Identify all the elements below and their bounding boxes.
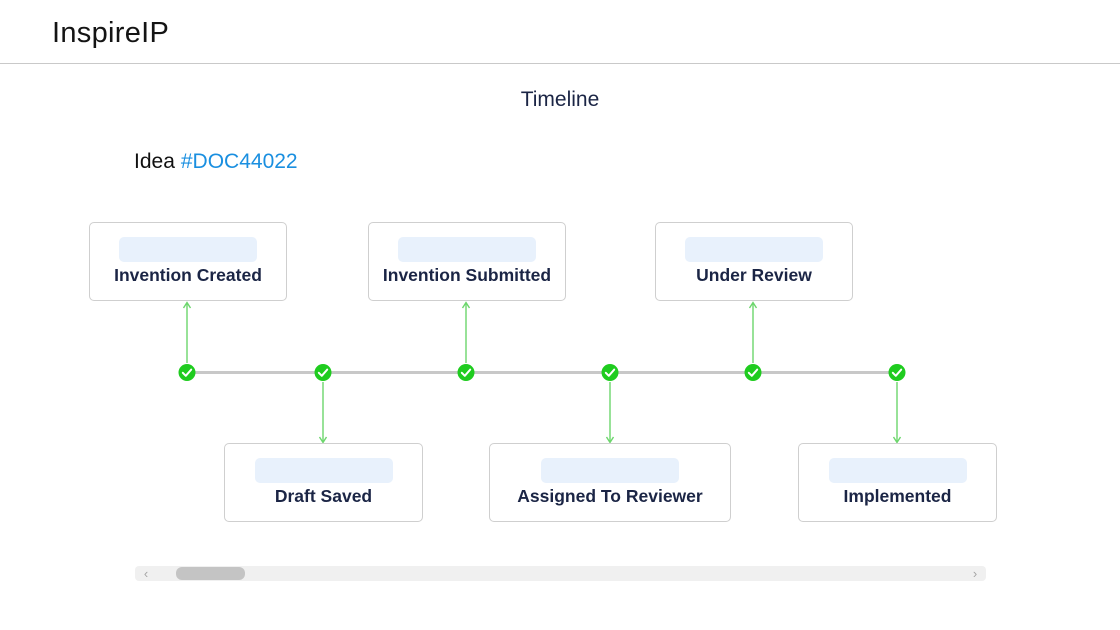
card-date-placeholder [398,237,536,262]
idea-id-link[interactable]: #DOC44022 [180,150,298,173]
scrollbar-thumb[interactable] [176,567,245,580]
chevron-right-icon[interactable]: › [972,566,978,581]
card-label: Invention Created [114,265,262,285]
timeline-card-assigned-to-reviewer[interactable]: Assigned To Reviewer [489,443,731,522]
arrow-head-icon [605,436,615,444]
timeline-card-draft-saved[interactable]: Draft Saved [224,443,423,522]
card-label: Draft Saved [274,486,373,506]
card-date-placeholder [119,237,257,262]
horizontal-scrollbar[interactable]: ‹ › [135,566,986,581]
arrow-head-icon [892,436,902,444]
app-title: InspireIP [52,17,170,49]
arrow-head-icon [748,301,758,309]
check-circle-icon [178,364,196,381]
check-circle-icon [888,364,906,381]
timeline-card-invention-submitted[interactable]: Invention Submitted [368,222,566,301]
check-circle-icon [314,364,332,381]
check-circle-icon [744,364,762,381]
idea-prefix: Idea [134,150,175,173]
arrow-head-icon [318,436,328,444]
idea-heading: Idea#DOC44022 [134,150,298,174]
check-circle-icon [601,364,619,381]
arrow-head-icon [461,301,471,309]
card-label: Invention Submitted [382,265,552,285]
card-label: Implemented [843,486,952,506]
timeline-card-under-review[interactable]: Under Review [655,222,853,301]
card-label: Under Review [696,265,812,285]
card-date-placeholder [828,458,967,483]
chevron-left-icon[interactable]: ‹ [143,566,149,581]
card-date-placeholder [541,458,679,483]
timeline-card-invention-created[interactable]: Invention Created [89,222,287,301]
card-date-placeholder [685,237,823,262]
page-title: Timeline [520,88,600,111]
card-label: Assigned To Reviewer [517,486,703,506]
check-circle-icon [457,364,475,381]
app-header: InspireIP [0,0,1120,64]
timeline-card-implemented[interactable]: Implemented [798,443,997,522]
card-date-placeholder [254,458,393,483]
arrow-head-icon [182,301,192,309]
